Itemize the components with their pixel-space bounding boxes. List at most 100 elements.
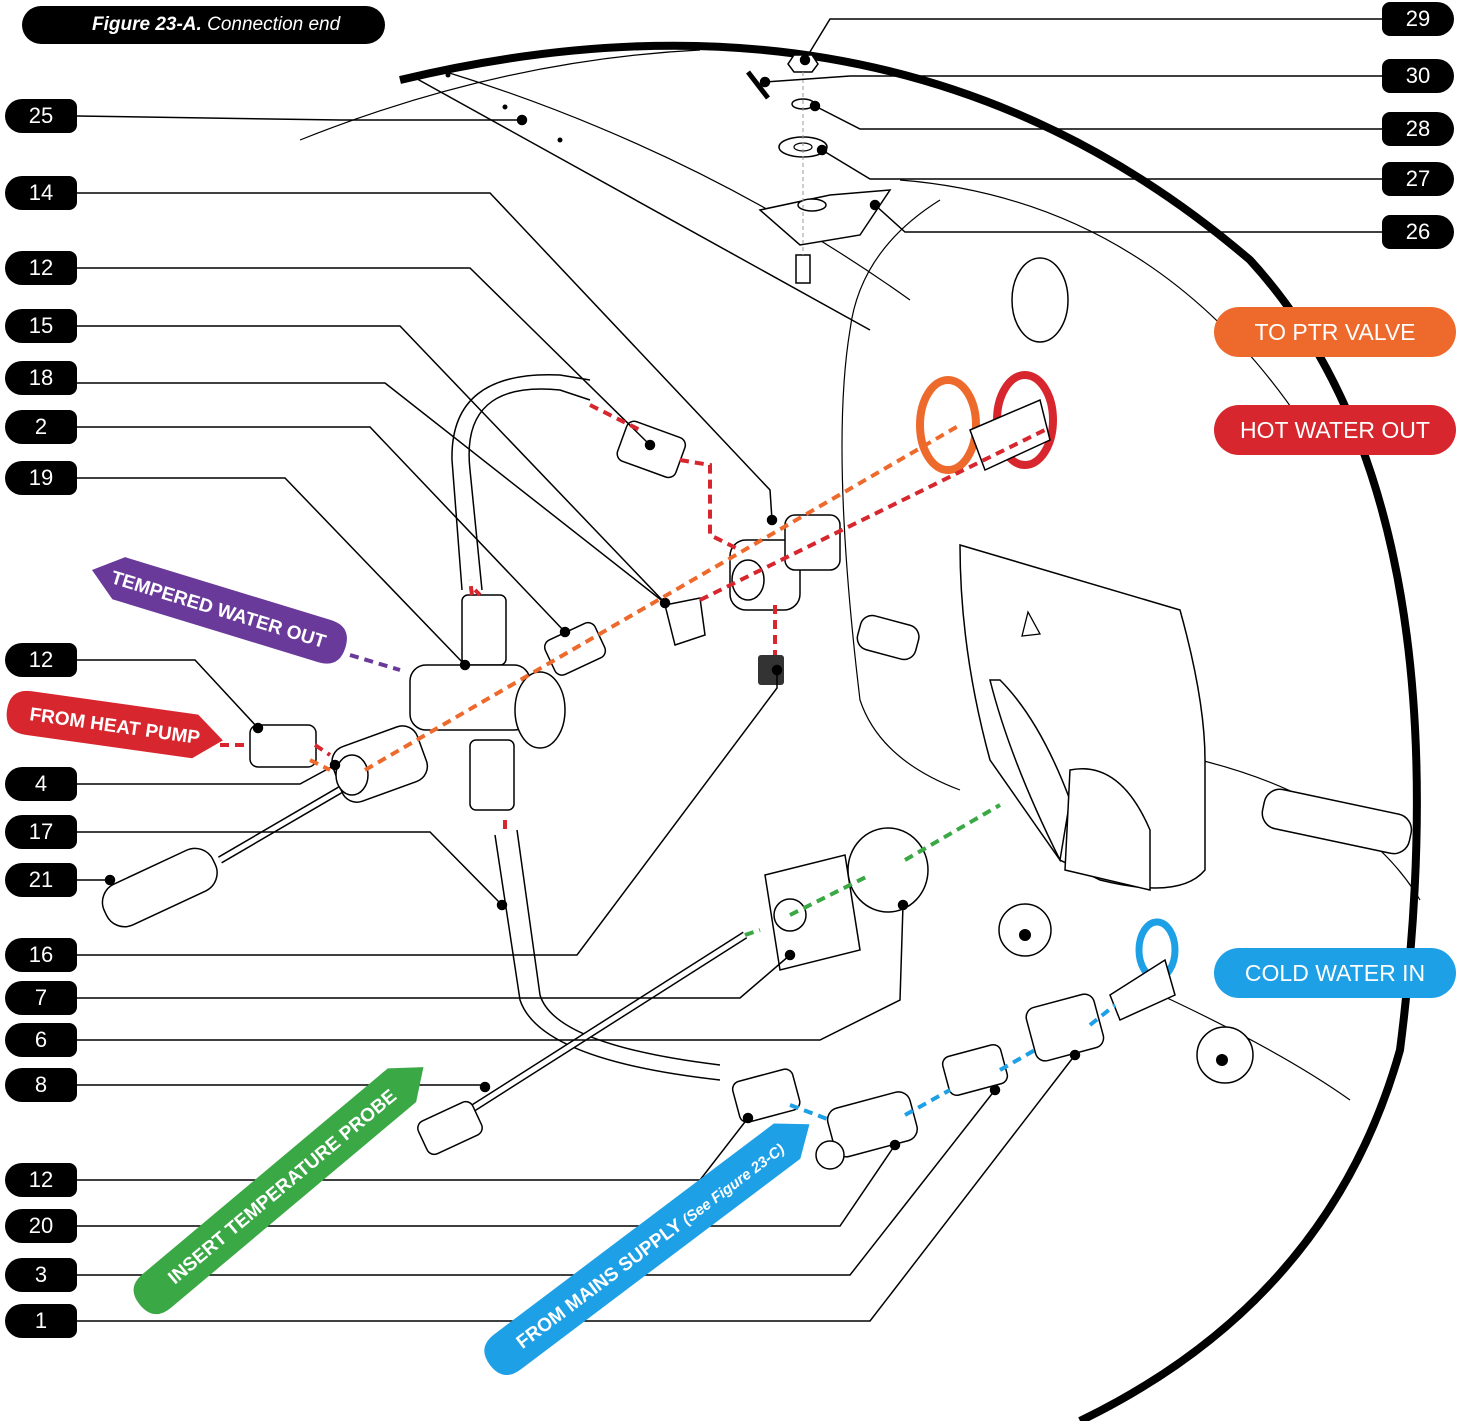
callout-badge: 12 bbox=[5, 251, 77, 285]
tank-outline bbox=[399, 41, 1421, 1425]
callout-badge: 1 bbox=[5, 1304, 77, 1338]
flow-path-lines bbox=[220, 403, 1117, 1122]
leader-line bbox=[77, 426, 566, 633]
leader-line bbox=[77, 764, 336, 785]
leader-line bbox=[77, 1117, 749, 1181]
callout-badge: 8 bbox=[5, 1068, 77, 1102]
callout-badge: 21 bbox=[5, 863, 77, 897]
leader-dot bbox=[759, 76, 771, 88]
electrical-cover bbox=[959, 543, 1206, 889]
leader-dot bbox=[329, 759, 341, 771]
callout-badge: 3 bbox=[5, 1258, 77, 1292]
leader-line bbox=[814, 105, 1382, 130]
callout-badge: 15 bbox=[5, 309, 77, 343]
leader-line bbox=[77, 267, 651, 446]
gasket bbox=[847, 827, 929, 913]
callout-badge: 12 bbox=[5, 643, 77, 677]
callout-badge: 16 bbox=[5, 938, 77, 972]
insert-temperature-probe-arrow: INSERT TEMPERATURE PROBE bbox=[133, 1067, 424, 1315]
leader-dot bbox=[809, 100, 821, 112]
leader-line bbox=[77, 1084, 486, 1087]
leader-dot bbox=[989, 1084, 1001, 1096]
leader-line bbox=[764, 75, 1382, 83]
flow-path bbox=[309, 423, 962, 772]
insert-temperature-probe-arrow-text: INSERT TEMPERATURE PROBE bbox=[164, 1086, 400, 1289]
flow-path bbox=[589, 403, 741, 552]
bracket bbox=[758, 189, 892, 246]
callout-badge: 28 bbox=[1382, 112, 1454, 146]
flow-path bbox=[744, 803, 1002, 937]
figure-number: Figure 23-A. bbox=[92, 14, 202, 35]
leader-dot bbox=[252, 722, 264, 734]
leader-dot bbox=[559, 626, 571, 638]
callout-badge: 20 bbox=[5, 1209, 77, 1243]
tempered-water-out-arrow: TEMPERED WATER OUT bbox=[92, 557, 347, 664]
cold-water-in-label: COLD WATER IN bbox=[1214, 948, 1456, 998]
figure-caption: Connection end bbox=[207, 14, 341, 35]
leader-line bbox=[77, 1144, 896, 1227]
leader-dot bbox=[869, 199, 881, 211]
callout-badge: 6 bbox=[5, 1023, 77, 1057]
hot-water-out-label: HOT WATER OUT bbox=[1214, 405, 1456, 455]
flow-path bbox=[349, 653, 401, 672]
flange bbox=[764, 854, 861, 971]
callout-badge: 19 bbox=[5, 461, 77, 495]
leader-line bbox=[821, 149, 1382, 180]
leader-line bbox=[77, 477, 466, 666]
callout-badge: 29 bbox=[1382, 2, 1454, 36]
leader-dot bbox=[799, 54, 811, 66]
leader-dot bbox=[459, 659, 471, 671]
leader-dot bbox=[889, 1139, 901, 1151]
callout-badge: 18 bbox=[5, 361, 77, 395]
leader-dot bbox=[897, 899, 909, 911]
leader-dot bbox=[496, 899, 508, 911]
leader-line bbox=[77, 1089, 996, 1276]
leader-line bbox=[874, 204, 1382, 233]
leader-line bbox=[77, 670, 778, 956]
callout-badge: 25 bbox=[5, 99, 77, 133]
to-ptr-valve-label: TO PTR VALVE bbox=[1214, 307, 1456, 357]
callout-badge: 4 bbox=[5, 767, 77, 801]
flow-path bbox=[220, 743, 332, 757]
callout-badge: 26 bbox=[1382, 215, 1454, 249]
flow-path bbox=[699, 423, 1056, 602]
leader-line bbox=[77, 325, 666, 604]
leader-line bbox=[77, 1054, 1076, 1322]
leader-line bbox=[77, 831, 503, 906]
leader-dot bbox=[784, 949, 796, 961]
leader-dot bbox=[816, 144, 828, 156]
flow-path bbox=[789, 1003, 1117, 1122]
leader-line bbox=[77, 904, 904, 1041]
leader-line bbox=[77, 659, 259, 729]
leader-line bbox=[77, 382, 666, 604]
leader-dot bbox=[766, 514, 778, 526]
leader-dot bbox=[659, 597, 671, 609]
from-heat-pump-arrow: FROM HEAT PUMP bbox=[6, 690, 223, 759]
leader-dot bbox=[479, 1081, 491, 1093]
leader-dot bbox=[1069, 1049, 1081, 1061]
leader-line bbox=[77, 954, 791, 999]
callout-badge: 12 bbox=[5, 1163, 77, 1197]
figure-title: Figure 23-A. Connection end bbox=[22, 6, 385, 44]
callout-badge: 7 bbox=[5, 981, 77, 1015]
callout-badge: 2 bbox=[5, 410, 77, 444]
leader-dot bbox=[644, 439, 656, 451]
leader-dot bbox=[771, 664, 783, 676]
callout-leader-lines bbox=[76, 18, 1382, 1322]
callout-badge: 27 bbox=[1382, 162, 1454, 196]
callout-badge: 14 bbox=[5, 176, 77, 210]
leader-line bbox=[76, 115, 522, 121]
callout-badge: 17 bbox=[5, 815, 77, 849]
leader-line bbox=[77, 192, 773, 521]
from-mains-supply-arrow: FROM MAINS SUPPLY (See Figure 23-C) bbox=[484, 1123, 810, 1375]
leader-dot bbox=[104, 874, 116, 886]
ptr-port bbox=[916, 376, 980, 474]
tempering-valve bbox=[409, 594, 566, 811]
tee-fitting bbox=[729, 514, 841, 611]
leader-dot bbox=[516, 114, 528, 126]
flow-path bbox=[468, 579, 507, 835]
callout-badge: 30 bbox=[1382, 59, 1454, 93]
leader-dot bbox=[742, 1112, 754, 1124]
